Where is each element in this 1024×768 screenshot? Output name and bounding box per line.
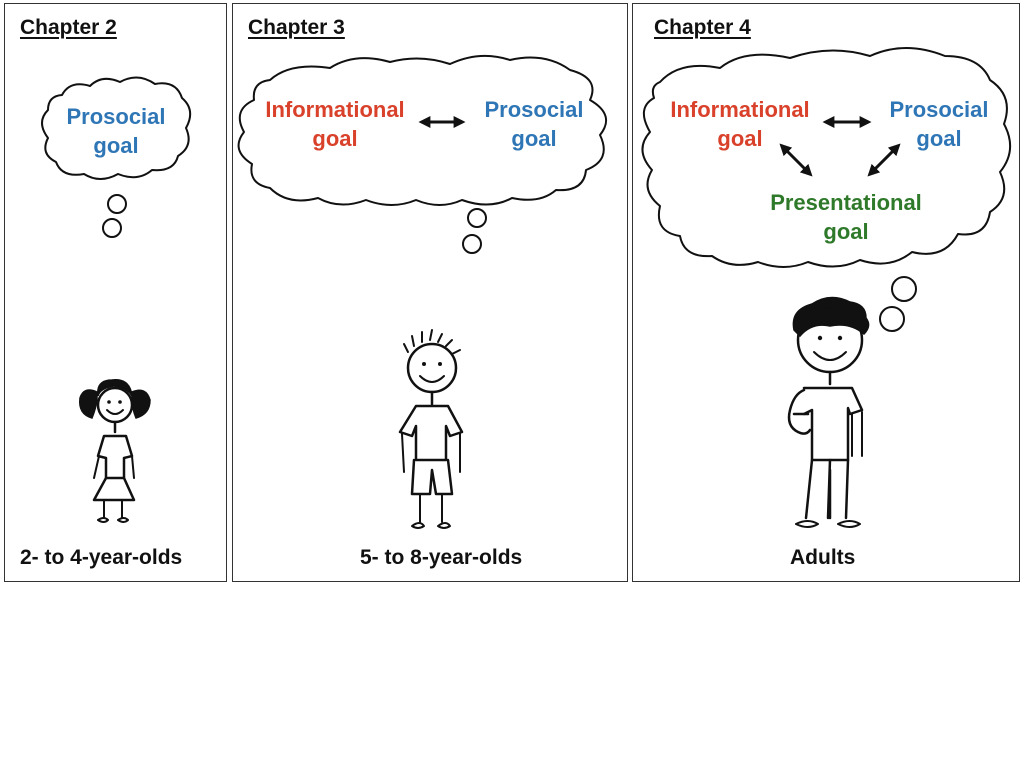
- presentational-goal-label: Presentational goal: [770, 190, 922, 244]
- informational-goal-label: Informational goal: [670, 97, 810, 151]
- prosocial-goal-label: Prosocial goal: [484, 97, 584, 151]
- informational-goal-label: Informational goal: [265, 97, 405, 151]
- panel-chapter-4: [632, 3, 1020, 582]
- chapter-title: Chapter 4: [654, 16, 751, 39]
- age-group-label: Adults: [790, 546, 856, 569]
- prosocial-goal-label: Prosocial goal: [889, 97, 989, 151]
- panel-chapter-3: [232, 3, 628, 582]
- panel-chapter-2: [4, 3, 227, 582]
- chapter-title: Chapter 2: [20, 16, 117, 39]
- age-group-label: 2- to 4-year-olds: [20, 546, 183, 569]
- prosocial-goal-label: Prosocial goal: [66, 104, 166, 158]
- age-group-label: 5- to 8-year-olds: [360, 546, 523, 569]
- chapter-title: Chapter 3: [248, 16, 345, 39]
